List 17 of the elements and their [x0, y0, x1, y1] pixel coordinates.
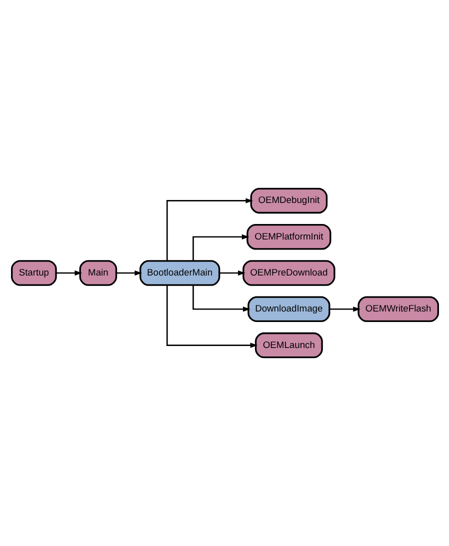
node-box: OEMPlatformInit: [246, 224, 331, 250]
node-box: OEMDebugInit: [250, 188, 328, 214]
arrow: [192, 285, 250, 312]
arrow: [166, 285, 258, 348]
arrow: [219, 270, 245, 276]
node-box: OEMPreDownload: [242, 260, 335, 286]
node-box: OEMWriteFlash: [357, 296, 438, 322]
arrow: [56, 270, 82, 276]
node-box: DownloadImage: [247, 296, 330, 322]
node-box: BootloaderMain: [139, 260, 220, 286]
arrow: [166, 198, 253, 261]
node-box: OEMLaunch: [254, 332, 322, 358]
arrow: [192, 234, 249, 261]
arrow: [329, 306, 360, 312]
arrow: [116, 270, 142, 276]
node-box: Main: [78, 260, 117, 286]
node-box: Startup: [10, 260, 56, 286]
